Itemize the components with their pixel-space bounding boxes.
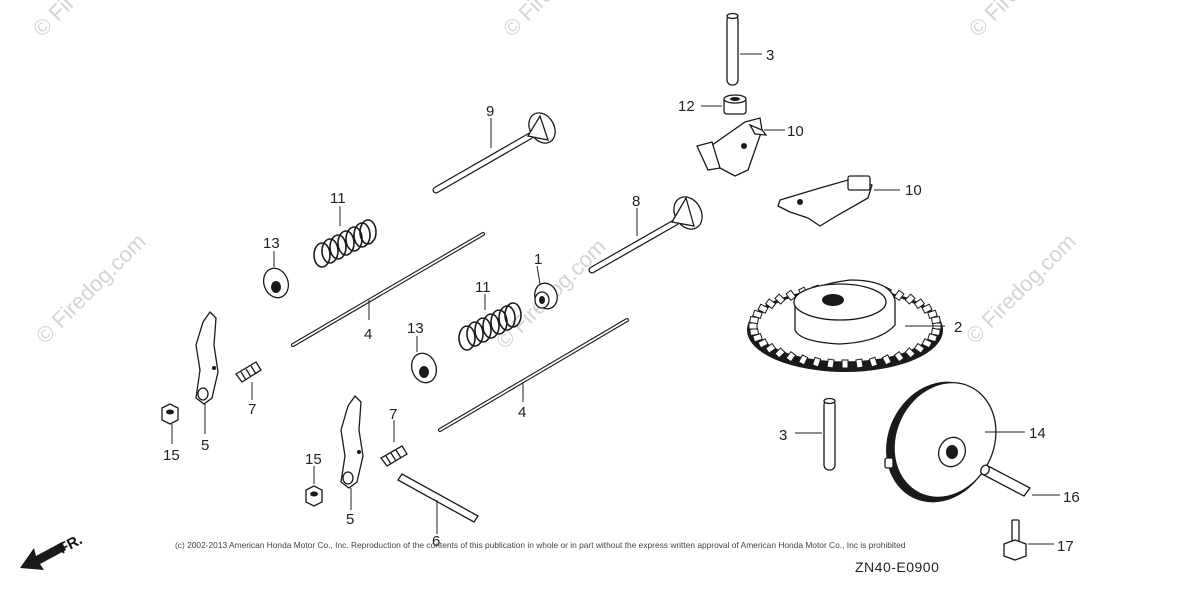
gear-tooth (811, 356, 822, 368)
part-15-nut-left (161, 403, 179, 444)
gear-tooth (893, 289, 905, 301)
part-4-push-rod-upper (291, 232, 485, 347)
gear-tooth (757, 303, 769, 314)
part-13-retainer-lower (410, 336, 438, 384)
part-7-screw-left (235, 361, 262, 400)
gear-tooth (749, 315, 760, 325)
callout-5-left: 5 (201, 437, 209, 454)
arrow-icon (20, 542, 66, 570)
part-14-plate (884, 381, 1025, 503)
gear-tooth (904, 293, 916, 305)
callout-11-lower: 11 (475, 279, 491, 296)
callout-8: 8 (632, 193, 640, 210)
callout-4-lower: 4 (518, 404, 526, 421)
callout-6: 6 (432, 533, 440, 550)
callout-3-lower: 3 (779, 427, 787, 444)
callout-12: 12 (678, 98, 695, 115)
watermark-top-middle: © Fire (498, 0, 558, 42)
part-9-valve (432, 112, 556, 194)
gear-tooth (774, 293, 786, 305)
part-8-valve (588, 196, 703, 274)
gear-tooth (826, 358, 835, 369)
watermark-right: © Firedog.com (961, 229, 1081, 349)
callout-7-left: 7 (248, 401, 256, 418)
front-direction-indicator: FR. (20, 531, 85, 570)
callout-9: 9 (486, 103, 494, 120)
callout-10-lower: 10 (905, 182, 922, 199)
gear-tooth (757, 338, 769, 349)
part-15-nut-right (305, 466, 323, 507)
part-2-gear (747, 279, 945, 372)
gear-tooth (868, 356, 879, 368)
part-11-spring-lower (458, 294, 522, 351)
callout-13-upper: 13 (263, 235, 280, 252)
callout-1: 1 (534, 251, 542, 268)
callout-15-right: 15 (305, 451, 322, 468)
callout-15-left: 15 (163, 447, 180, 464)
part-3-pin-lower (795, 397, 836, 471)
gear-tooth (893, 351, 905, 363)
gear-tooth (785, 289, 797, 301)
gear-tooth (927, 332, 938, 343)
part-6-shaft (397, 473, 479, 534)
callout-3-upper: 3 (766, 47, 774, 64)
callout-14: 14 (1029, 425, 1046, 442)
gear-tooth (930, 315, 941, 325)
callout-11-upper: 11 (330, 190, 346, 207)
part-7-screw-right (380, 420, 408, 467)
watermark-left: © Firedog.com (31, 229, 151, 349)
part-13-retainer-upper (262, 251, 290, 299)
callout-4-upper: 4 (364, 326, 372, 343)
part-1-seal (534, 265, 558, 310)
part-5-rocker-arm-right (340, 394, 364, 510)
watermark-top-right: © Fire (964, 0, 1024, 42)
gear-tooth (930, 327, 941, 337)
gear-tooth (841, 359, 849, 369)
gear-tooth (913, 298, 926, 310)
copyright-notice: (c) 2002-2013 American Honda Motor Co., … (175, 540, 906, 550)
callout-13-lower: 13 (407, 320, 424, 337)
callout-17: 17 (1057, 538, 1074, 555)
gear-tooth (921, 303, 933, 314)
callout-16: 16 (1063, 489, 1080, 506)
diagram-code: ZN40-E0900 (855, 559, 939, 575)
callout-7-right: 7 (389, 406, 397, 423)
part-5-rocker-arm-left (195, 310, 219, 434)
gear-tooth (764, 342, 777, 354)
gear-tooth (774, 347, 786, 359)
gear-tooth (764, 298, 777, 310)
part-16-pin (980, 464, 1060, 497)
gear-tooth (904, 347, 916, 359)
part-10-arm-lower (777, 175, 900, 227)
part-17-bolt (1003, 519, 1054, 561)
watermark-corner: © Fir (28, 0, 80, 42)
gear-tooth (881, 354, 892, 366)
callout-labels: 1 2 3 3 4 4 5 5 6 7 7 8 9 10 10 11 11 12… (163, 47, 1080, 555)
gear-tooth (785, 351, 797, 363)
callout-5-right: 5 (346, 511, 354, 528)
gear-tooth (913, 342, 926, 354)
callout-10-upper: 10 (787, 123, 804, 140)
direction-label: FR. (56, 531, 85, 557)
gear-tooth (921, 338, 933, 349)
part-11-spring-upper (313, 206, 377, 268)
part-3-pin-upper (726, 12, 762, 86)
callout-2: 2 (954, 319, 962, 336)
gear-tooth (752, 309, 763, 320)
part-12-bushing (701, 94, 747, 115)
part-4-push-rod-lower (438, 318, 629, 432)
gear-tooth (855, 358, 864, 369)
part-10-arm-upper (696, 117, 785, 177)
gear-tooth (798, 354, 809, 366)
